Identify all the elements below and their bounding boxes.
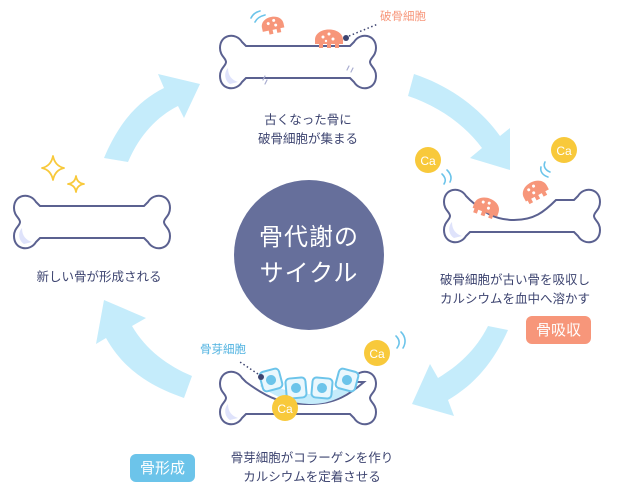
- osteoclast-icon: [472, 197, 499, 220]
- arrow-gather-to-resorption: [408, 74, 510, 170]
- osteoblast-icon: [284, 376, 308, 400]
- osteoclast-label: 破骨細胞: [380, 9, 426, 23]
- caption-line: カルシウムを定着させる: [243, 469, 381, 484]
- caption-line: カルシウムを血中へ溶かす: [439, 291, 590, 306]
- arrow-resorption-to-formation: [412, 326, 508, 416]
- osteoblast-icon: [258, 367, 284, 393]
- caption-line: 新しい骨が形成される: [36, 269, 162, 284]
- resorption-badge: 骨吸収: [526, 316, 592, 344]
- calcium-icon: Ca: [551, 137, 577, 163]
- formation-badge: 骨形成: [130, 454, 196, 482]
- stage-new-bone-caption: 新しい骨が形成される: [14, 267, 184, 286]
- arrow-new-to-gather: [104, 74, 200, 162]
- cycle-arrows: [96, 74, 510, 416]
- cycle-title: 骨代謝の サイクル: [234, 180, 384, 330]
- calcium-label: Ca: [277, 402, 293, 416]
- osteoblast-icon: [310, 376, 334, 400]
- caption-line: 破骨細胞が集まる: [257, 131, 358, 146]
- calcium-icon: Ca: [415, 147, 441, 173]
- calcium-label: Ca: [369, 347, 385, 361]
- motion-lines-icon: [441, 161, 551, 185]
- arrow-formation-to-new: [96, 300, 192, 398]
- calcium-label: Ca: [556, 144, 572, 158]
- cycle-title-line1: 骨代謝の: [259, 223, 359, 251]
- osteoblast-cells: [258, 367, 360, 400]
- bone-right: [442, 188, 602, 244]
- calcium-icon: Ca: [272, 395, 298, 421]
- osteoclast-icon: [261, 16, 285, 35]
- motion-lines-icon: [395, 331, 406, 349]
- osteoblast-pointer: [239, 361, 264, 380]
- stage-resorption-caption: 破骨細胞が古い骨を吸収し カルシウムを血中へ溶かす: [420, 270, 610, 308]
- bone-left: [13, 194, 171, 250]
- caption-line: 破骨細胞が古い骨を吸収し: [439, 272, 590, 287]
- osteoclast-icon: [315, 29, 343, 48]
- cycle-title-line2: サイクル: [259, 259, 359, 287]
- caption-line: 骨芽細胞がコラーゲンを作り: [230, 450, 394, 465]
- calcium-icon: Ca: [364, 340, 390, 366]
- motion-lines-icon: [250, 10, 266, 23]
- bone-top: [219, 34, 377, 90]
- stage-formation-caption: 骨芽細胞がコラーゲンを作り カルシウムを定着させる: [212, 448, 412, 486]
- osteoclast-icon: [522, 180, 549, 205]
- caption-line: 古くなった骨に: [264, 112, 352, 127]
- sparkle-icon: [41, 155, 85, 193]
- osteoclast-pointer: [343, 23, 379, 41]
- osteoblast-icon: [334, 367, 360, 393]
- osteoblast-label: 骨芽細胞: [200, 342, 246, 356]
- calcium-label: Ca: [420, 154, 436, 168]
- stage-gather-caption: 古くなった骨に 破骨細胞が集まる: [218, 110, 398, 148]
